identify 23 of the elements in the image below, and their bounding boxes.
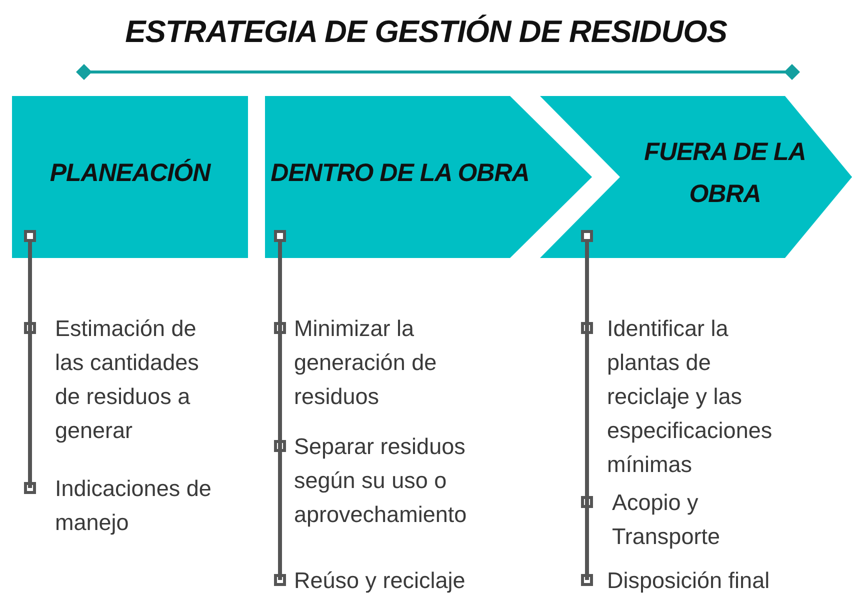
connector-line <box>581 258 593 334</box>
header-label: PLANEACIÓN <box>48 158 212 189</box>
item-text: Acopio y Transporte <box>612 489 721 551</box>
connector-line <box>24 448 36 494</box>
item-text: Minimizar la generación de residuos <box>294 315 438 411</box>
item-text: Reúso y reciclaje <box>294 567 466 595</box>
chevron-banner <box>540 96 852 258</box>
header-rectangle <box>12 96 248 258</box>
title: ESTRATEGIA DE GESTIÓN DE RESIDUOS <box>124 14 728 50</box>
item-text: Identificar la plantas de reciclaje y las especificaciones mínimas <box>607 315 774 479</box>
connector-line <box>274 258 286 334</box>
item-text: Indicaciones de manejo <box>55 475 212 537</box>
connector-line <box>581 482 593 508</box>
item-text: Disposición final <box>607 567 771 595</box>
connector-line <box>24 258 36 334</box>
arrow-banner <box>265 96 592 258</box>
item-text: Separar residuos según su uso o aprovechamiento <box>294 433 468 529</box>
header-label: DENTRO DE LA OBRA <box>270 158 530 189</box>
connector-line <box>274 532 286 586</box>
connector-line <box>274 414 286 452</box>
connector-line <box>581 554 593 586</box>
item-text: Estimación de las cantidades de residuos a generar <box>55 315 200 445</box>
header-label: FUERA DE LA OBRA <box>643 137 807 210</box>
